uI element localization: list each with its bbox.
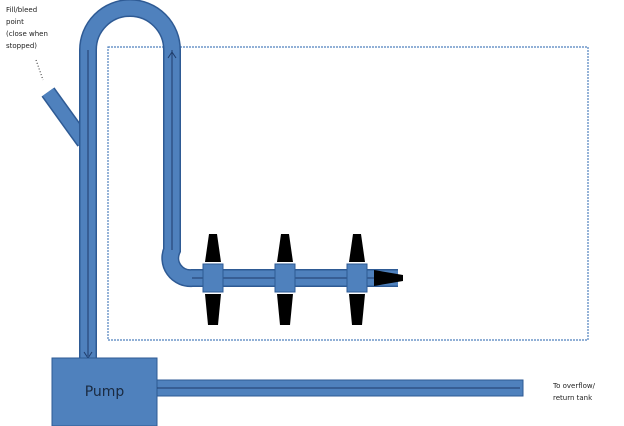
bleed-branch [41, 87, 91, 147]
tee-fitting [274, 263, 296, 293]
nozzle-top [349, 234, 365, 262]
spray-nozzle-assembly [346, 234, 368, 325]
spray-nozzle-assembly [274, 234, 296, 325]
inlet-note: Fill/bleed point (close when stopped) [6, 4, 48, 52]
outlet-pipe [156, 379, 524, 397]
inlet-pointer [35, 59, 44, 81]
nozzle-top [205, 234, 221, 262]
inlet-note-line: point [6, 18, 24, 26]
outlet-note-line: To overflow/ [553, 382, 595, 390]
outlet-note: To overflow/ return tank [553, 380, 595, 404]
inlet-note-line: stopped) [6, 42, 38, 50]
inlet-note-line: (close when [6, 30, 48, 38]
end-nozzle [374, 270, 403, 286]
nozzle-top [277, 234, 293, 262]
nozzle-bottom [277, 294, 293, 325]
outlet-note-line: return tank [553, 394, 593, 402]
tank-outline [107, 46, 589, 341]
tee-fitting [202, 263, 224, 293]
supply-pipe [79, 0, 398, 360]
tee-fitting [346, 263, 368, 293]
arrow-markers [83, 51, 522, 393]
pump-box [51, 357, 158, 426]
inlet-note-line: Fill/bleed [6, 6, 38, 14]
nozzle-bottom [205, 294, 221, 325]
pump-label: Pump [84, 384, 125, 400]
spray-nozzle-assembly [202, 234, 224, 325]
nozzle-bottom [349, 294, 365, 325]
